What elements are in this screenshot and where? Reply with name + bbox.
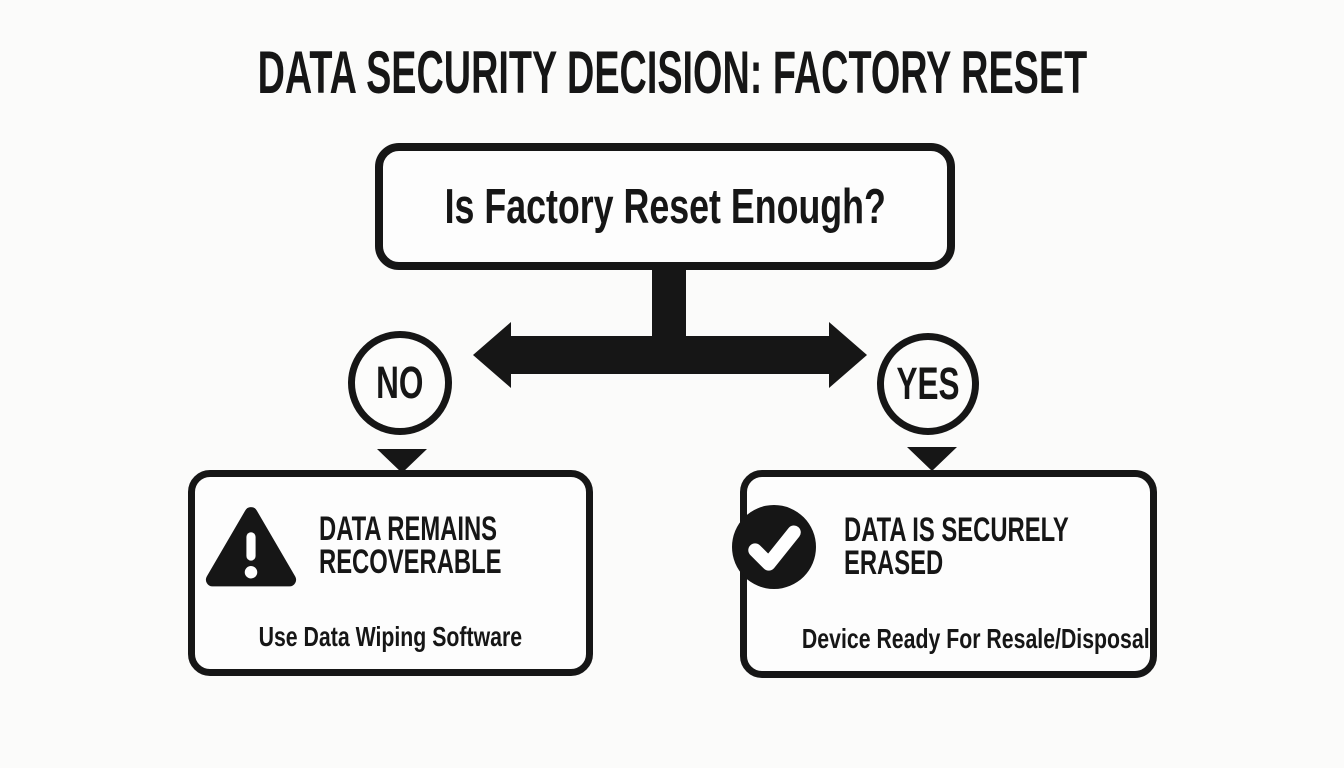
page-title-text: DATA SECURITY DECISION: FACTORY RESET	[257, 39, 1087, 106]
warning-triangle-icon	[201, 501, 301, 591]
arrow-shaft	[505, 336, 835, 374]
page-title: DATA SECURITY DECISION: FACTORY RESET	[0, 38, 1344, 108]
yes-result-heading: DATA IS SECURELY ERASED	[843, 511, 1165, 582]
no-connector-arrow-icon	[377, 449, 427, 473]
yes-result-subtext: Device Ready For Resale/Disposal	[747, 623, 1150, 655]
decision-question: Is Factory Reset Enough?	[444, 179, 886, 234]
yes-heading-line2: ERASED	[843, 544, 944, 582]
yes-branch-label: YES	[877, 333, 979, 435]
yes-subtext-text: Device Ready For Resale/Disposal	[801, 623, 1150, 654]
yes-heading-line1: DATA IS SECURELY	[843, 511, 1069, 549]
check-circle-icon	[731, 505, 816, 589]
no-result-heading: DATA REMAINS RECOVERABLE	[319, 510, 580, 581]
yes-result-box: DATA IS SECURELY ERASED Device Ready For…	[731, 470, 1157, 678]
yes-label-text: YES	[896, 358, 960, 409]
no-result-box: DATA REMAINS RECOVERABLE Use Data Wiping…	[188, 470, 593, 676]
connector-stem	[652, 264, 686, 340]
no-branch-label: NO	[348, 331, 452, 435]
yes-connector-arrow-icon	[907, 447, 957, 471]
no-heading-line2: RECOVERABLE	[319, 543, 502, 581]
no-subtext-text: Use Data Wiping Software	[258, 621, 523, 652]
arrow-right-head-icon	[829, 322, 867, 388]
no-label-text: NO	[376, 357, 424, 408]
no-result-subtext: Use Data Wiping Software	[195, 621, 586, 653]
arrow-left-head-icon	[473, 322, 511, 388]
no-heading-line1: DATA REMAINS	[319, 510, 498, 548]
yes-result-row: DATA IS SECURELY ERASED	[731, 505, 1150, 589]
split-arrow	[473, 322, 867, 388]
decision-box: Is Factory Reset Enough?	[375, 143, 955, 270]
no-result-row: DATA REMAINS RECOVERABLE	[195, 501, 586, 591]
